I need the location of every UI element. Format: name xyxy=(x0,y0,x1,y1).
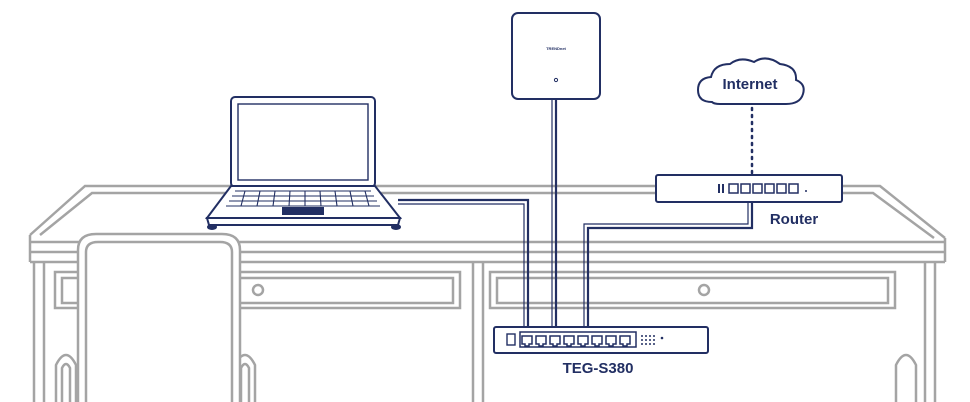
access-point: TRENDnet xyxy=(511,12,601,100)
switch-ports xyxy=(519,331,637,348)
switch-power-port xyxy=(506,333,516,346)
chair-back xyxy=(76,232,242,402)
chair xyxy=(76,232,242,402)
desk-top-inner xyxy=(39,191,935,240)
router-ports xyxy=(718,183,807,194)
right-drawer xyxy=(488,270,897,310)
router-body xyxy=(655,174,843,203)
cabinet-arch-right xyxy=(894,353,918,402)
laptop-screen xyxy=(230,96,376,188)
desk-top-outer xyxy=(29,184,946,239)
cables xyxy=(398,98,754,338)
switch: TEG-S380 xyxy=(493,326,709,377)
laptop xyxy=(205,96,403,230)
cable-router-switch xyxy=(586,192,754,338)
access-point-brand: TRENDnet xyxy=(546,46,566,51)
cabinet-arch-left xyxy=(54,353,78,402)
laptop-trackpad xyxy=(282,207,324,215)
left-drawer xyxy=(53,270,462,310)
laptop-keyboard xyxy=(226,190,380,207)
switch-body xyxy=(493,326,709,354)
internet-label: Internet xyxy=(722,76,777,93)
switch-leds xyxy=(641,335,664,345)
cloud-shape xyxy=(696,57,805,105)
cable-laptop-switch xyxy=(398,198,530,338)
router: Router xyxy=(655,174,843,228)
access-point-led xyxy=(553,77,559,83)
right-drawer-knob xyxy=(697,283,711,297)
access-point-body xyxy=(511,12,601,100)
left-drawer-knob xyxy=(251,283,265,297)
internet-cloud: Internet xyxy=(696,57,805,105)
router-label: Router xyxy=(770,211,818,228)
switch-label: TEG-S380 xyxy=(563,360,634,377)
